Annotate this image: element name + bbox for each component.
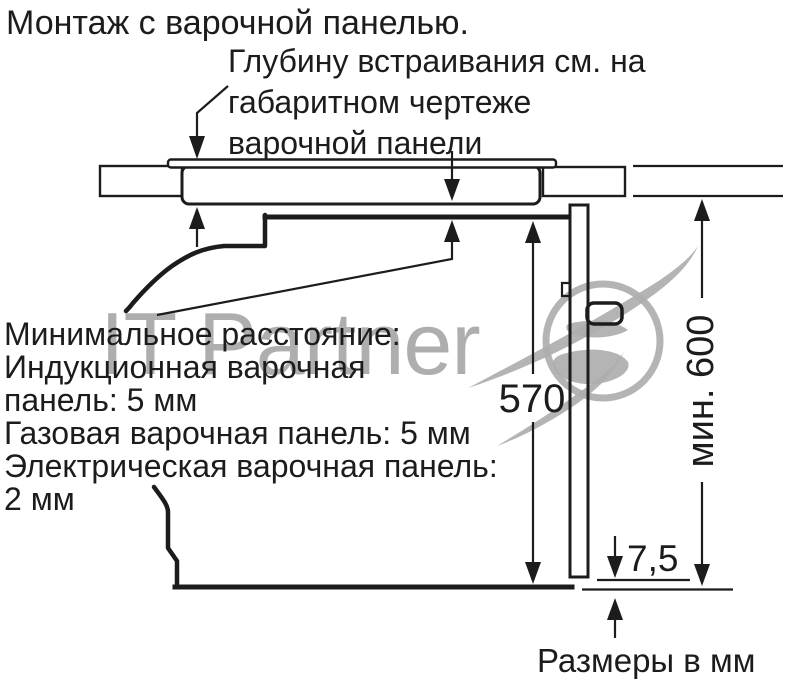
worktop-right-section: [541, 165, 627, 198]
clearance-note-line4: Газовая варочная панель: 5 мм: [4, 415, 471, 451]
dimension-75: [582, 536, 733, 638]
watermark-s-belly: [552, 349, 629, 385]
hob-depth-note-line2: габаритном чертеже: [228, 84, 532, 120]
door-handle: [585, 301, 624, 326]
page-title: Монтаж с варочной панелью.: [6, 4, 470, 42]
arrow-up-icon: [189, 207, 205, 229]
dimension-label-min-600: мин. 600: [680, 314, 722, 468]
clearance-note-line3: панель: 5 мм: [4, 382, 198, 418]
door-panel-joint: [560, 281, 570, 298]
watermark-ring: [542, 280, 664, 402]
arrow-down-icon: [694, 564, 710, 586]
clearance-note-line2: Индукционная варочная: [4, 349, 366, 385]
worktop-left-section: [98, 164, 184, 198]
dimension-600-line: [694, 199, 710, 586]
hob-underside-arrow: [189, 207, 205, 247]
arrow-up-icon: [444, 220, 460, 242]
hob-depth-note: Глубину встраивания см. на габаритном че…: [228, 41, 646, 164]
oven-door: [568, 203, 590, 579]
arrow-down-icon: [444, 179, 460, 201]
hob-depth-note-line1: Глубину встраивания см. на: [228, 43, 646, 79]
units-note: Размеры в мм: [537, 642, 756, 679]
dimension-570-line: [525, 221, 541, 584]
cabinet-front-lower: [151, 484, 180, 589]
dimension-label-7-5: 7,5: [627, 538, 679, 579]
clearance-note-line1: Минимальное расстояние:: [4, 316, 401, 352]
arrow-down-icon: [525, 562, 541, 584]
hob-bottom-arrow: [444, 151, 460, 201]
clearance-note-line5: Электрическая варочная панель:: [4, 448, 498, 484]
dimension-label-570: 570: [498, 377, 566, 421]
hob-depth-leader: [189, 85, 229, 159]
arrow-up-icon: [694, 199, 710, 221]
hob-depth-note-line3: варочной панели: [228, 125, 483, 161]
arrow-down-icon: [607, 556, 623, 578]
cabinet-front-upper: [123, 212, 268, 314]
clearance-note-line6: 2 мм: [4, 481, 75, 517]
arrow-up-icon: [525, 221, 541, 243]
clearance-leader: [156, 220, 460, 317]
arrow-up-icon: [607, 598, 623, 620]
arrow-down-icon: [189, 136, 205, 159]
hob-top-lip: [166, 158, 558, 169]
clearance-note: Минимальное расстояние: Индукционная вар…: [4, 318, 498, 516]
hob-body: [180, 164, 542, 206]
